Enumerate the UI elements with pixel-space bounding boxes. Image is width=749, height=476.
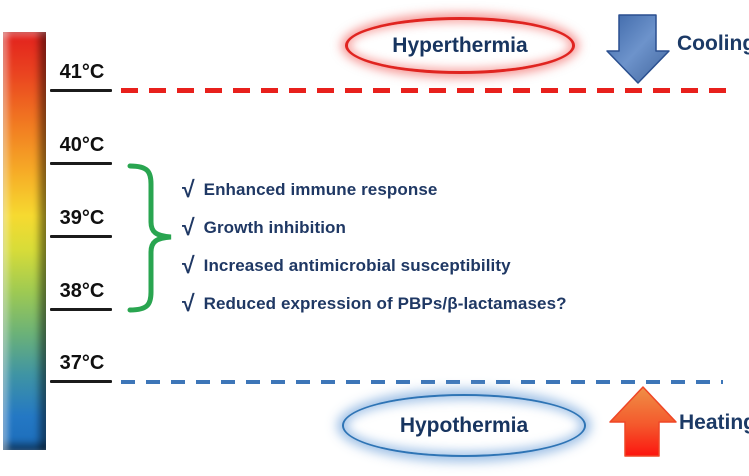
cooling-label: Cooling xyxy=(677,32,749,55)
list-item: √ Reduced expression of PBPs/β-lactamase… xyxy=(182,290,567,318)
temp-label-40c: 40°C xyxy=(59,134,105,156)
temp-label-37c: 37°C xyxy=(59,352,105,374)
temp-label-38c: 38°C xyxy=(59,280,105,302)
hyperthermia-threshold-dashed-line xyxy=(121,88,730,93)
heating-label: Heating xyxy=(679,411,749,434)
heating-up-arrow-icon xyxy=(609,386,677,457)
effect-text: Growth inhibition xyxy=(203,218,347,237)
hypothermia-threshold-dashed-line xyxy=(121,380,723,384)
hyperthermia-oval: Hyperthermia xyxy=(345,17,575,74)
temp-label-39c: 39°C xyxy=(59,207,105,229)
temp-tick-39c xyxy=(50,235,112,238)
list-item: √ Growth inhibition xyxy=(182,214,567,242)
temp-tick-37c xyxy=(50,380,112,383)
effect-text: Reduced expression of PBPs/β-lactamases? xyxy=(203,294,567,313)
effect-text: Enhanced immune response xyxy=(203,180,438,199)
check-icon: √ xyxy=(182,289,195,316)
hypothermia-oval: Hypothermia xyxy=(342,394,586,457)
thermometer-gradient-bar xyxy=(3,32,46,450)
temp-label-41c: 41°C xyxy=(59,61,105,83)
list-item: √ Enhanced immune response xyxy=(182,176,567,204)
temp-tick-38c xyxy=(50,308,112,311)
cooling-down-arrow-icon xyxy=(606,14,670,84)
check-icon: √ xyxy=(182,175,195,202)
temp-tick-40c xyxy=(50,162,112,165)
fever-range-effects-list: √ Enhanced immune response √ Growth inhi… xyxy=(182,176,567,318)
hyperthermia-label: Hyperthermia xyxy=(392,33,528,57)
check-icon: √ xyxy=(182,251,195,278)
temp-tick-41c xyxy=(50,89,112,92)
range-curly-brace-icon xyxy=(127,163,172,313)
hypothermia-label: Hypothermia xyxy=(399,413,529,437)
list-item: √ Increased antimicrobial susceptibility xyxy=(182,252,567,280)
check-icon: √ xyxy=(182,213,195,240)
effect-text: Increased antimicrobial susceptibility xyxy=(203,256,511,275)
